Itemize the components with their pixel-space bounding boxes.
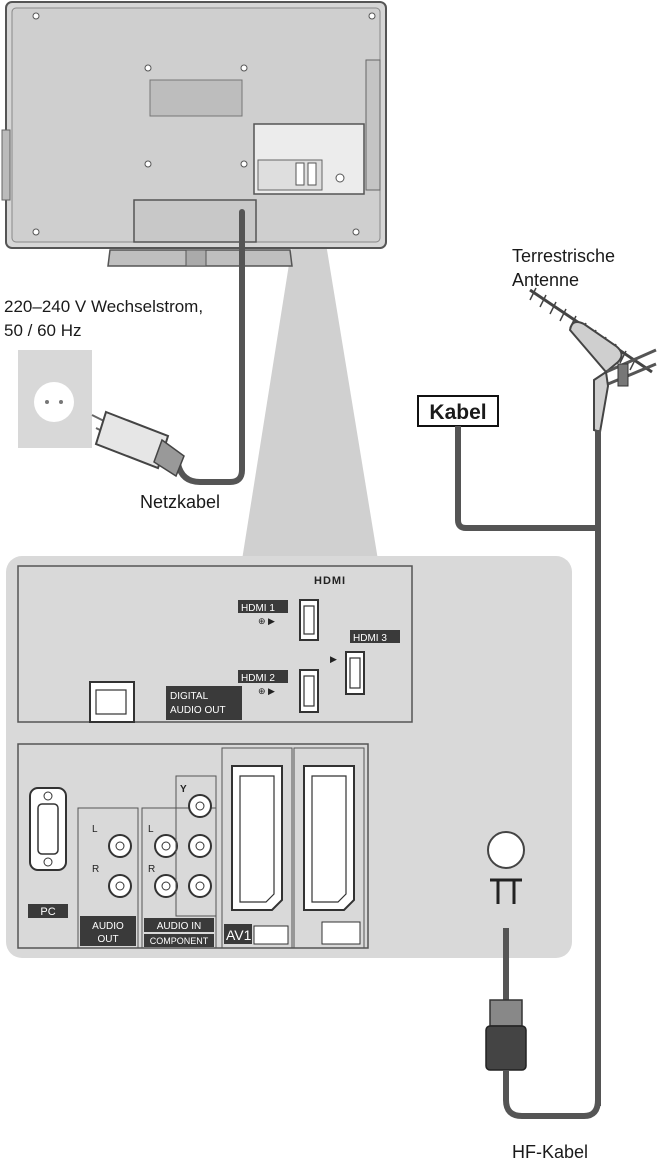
av1-signal-box xyxy=(253,925,289,945)
wall-socket-icon xyxy=(18,350,92,448)
digital-audio-label-bg xyxy=(166,686,242,720)
rf-plug-icon xyxy=(485,999,527,1071)
mains-cable xyxy=(175,209,245,485)
rca-jack-icon[interactable] xyxy=(188,834,212,858)
hdmi-port-icon[interactable] xyxy=(345,651,365,695)
rf-cable-label: HF-Kabel xyxy=(512,1142,588,1162)
av1-group xyxy=(221,747,293,949)
audio-in-label-bg xyxy=(144,918,214,932)
optical-port-icon[interactable] xyxy=(89,681,135,723)
zoom-beam xyxy=(242,195,378,560)
connection-panel xyxy=(6,556,572,958)
digital-audio-label-line2: AUDIO OUT xyxy=(170,705,226,716)
hdmi-logo: HDMI xyxy=(314,575,346,587)
antenna-icon xyxy=(529,287,657,434)
av2-signal-box xyxy=(321,921,361,945)
audio-in-l: L xyxy=(148,824,154,835)
digital-audio-label-line1: DIGITAL xyxy=(170,691,209,702)
power-plug-icon xyxy=(91,410,185,478)
rca-jack-icon[interactable] xyxy=(108,834,132,858)
audio-out-label-line1: AUDIO xyxy=(92,921,124,932)
hdmi1-arrows: ⊕ ▶ xyxy=(258,616,275,626)
av1-label-bg xyxy=(224,924,252,944)
tv-back-icon xyxy=(1,1,387,267)
rf-cable-loop xyxy=(503,1070,601,1119)
scart-port-icon[interactable] xyxy=(231,765,283,911)
audio-out-r: R xyxy=(92,864,99,875)
hdmi-port-icon[interactable] xyxy=(299,669,319,713)
hdmi1-label-bg xyxy=(238,600,288,613)
scart-port-icon[interactable] xyxy=(303,765,355,911)
rca-jack-icon[interactable] xyxy=(108,874,132,898)
pc-label-bg xyxy=(28,904,68,918)
hdmi3-arrow: ▶ xyxy=(330,654,337,664)
component-label: COMPONENT xyxy=(150,936,209,946)
audio-out-group xyxy=(77,807,139,949)
hdmi2-label: HDMI 2 xyxy=(241,673,275,684)
hdmi3-label-bg xyxy=(350,630,400,643)
rca-jack-icon[interactable] xyxy=(154,874,178,898)
antenna-label-line2: Antenne xyxy=(512,270,579,290)
hdmi1-label: HDMI 1 xyxy=(241,603,275,614)
vga-port-icon[interactable] xyxy=(29,787,67,871)
power-spec-line2: 50 / 60 Hz xyxy=(4,321,82,340)
component-column xyxy=(175,775,217,917)
rca-jack-icon[interactable] xyxy=(154,834,178,858)
rca-jack-icon[interactable] xyxy=(188,874,212,898)
antenna-socket-icon[interactable] xyxy=(487,831,525,904)
hdmi3-label: HDMI 3 xyxy=(353,633,387,644)
component-y: Y xyxy=(180,784,187,795)
hdmi-port-icon[interactable] xyxy=(299,599,319,641)
audio-in-r: R xyxy=(148,864,155,875)
power-spec-line1: 220–240 V Wechselstrom, xyxy=(4,297,203,316)
cable-label: Kabel xyxy=(429,401,486,424)
cable-feed-line xyxy=(455,426,598,531)
hdmi2-arrows: ⊕ ▶ xyxy=(258,686,275,696)
av2-group xyxy=(293,747,365,949)
hdmi2-label-bg xyxy=(238,670,288,683)
pc-label: PC xyxy=(40,906,55,918)
antenna-label-line1: Terrestrische xyxy=(512,246,615,266)
av1-label: AV1 xyxy=(226,927,252,943)
audio-in-label: AUDIO IN xyxy=(157,921,201,932)
hdmi-subpanel xyxy=(17,565,413,723)
audio-out-label-line2: OUT xyxy=(97,934,118,945)
rca-jack-icon[interactable] xyxy=(188,794,212,818)
audio-out-l: L xyxy=(92,824,98,835)
component-label-bg xyxy=(144,934,214,947)
mains-cable-label: Netzkabel xyxy=(140,492,220,512)
audio-out-label-bg xyxy=(80,916,136,946)
